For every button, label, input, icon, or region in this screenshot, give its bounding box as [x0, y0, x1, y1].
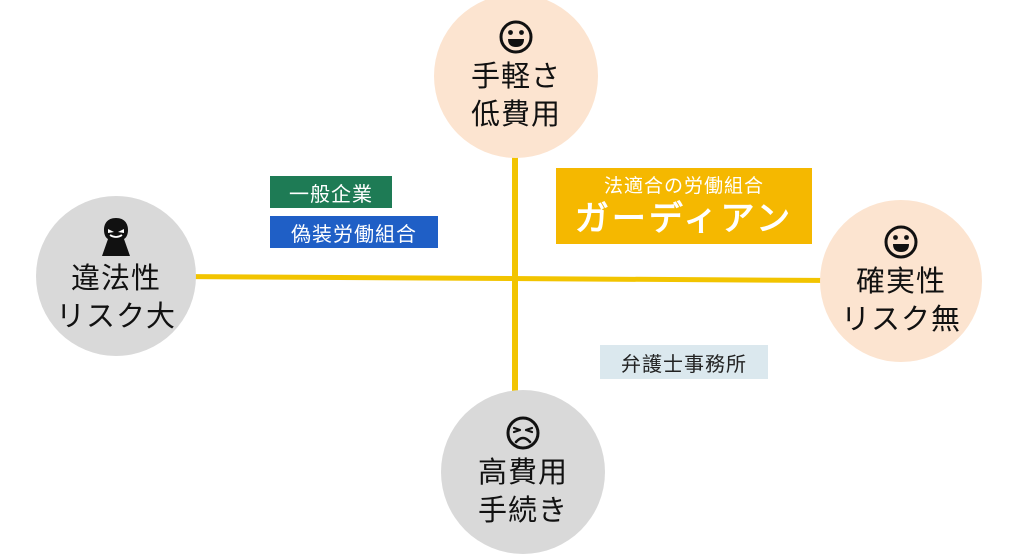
general-company-tag: 一般企業 — [270, 176, 392, 208]
left-pole: 違法性 リスク大 — [36, 196, 196, 356]
horizontal-axis — [174, 274, 836, 284]
bottom-line2: 手続き — [477, 493, 568, 527]
right-line2: リスク無 — [840, 302, 961, 336]
guardian-tag: 法適合の労働組合 ガーディアン — [556, 168, 812, 244]
fake-labor-union-tag: 偽装労働組合 — [270, 216, 438, 248]
top-pole: 手軽さ 低費用 — [434, 0, 598, 158]
left-line2: リスク大 — [55, 299, 176, 333]
right-line1: 確実性 — [855, 264, 946, 298]
smiley-face-icon — [499, 20, 533, 54]
top-line2: 低費用 — [470, 97, 561, 131]
right-pole: 確実性 リスク無 — [820, 200, 982, 362]
bottom-line1: 高費用 — [477, 455, 568, 489]
villain-icon — [102, 218, 130, 256]
left-line1: 違法性 — [70, 261, 161, 295]
worried-face-icon — [506, 416, 540, 450]
top-line1: 手軽さ — [470, 59, 561, 93]
smiley-face-icon — [884, 225, 918, 259]
bottom-pole: 高費用 手続き — [441, 390, 605, 554]
guardian-subtitle: 法適合の労働組合 — [603, 175, 764, 197]
guardian-name: ガーディアン — [574, 199, 794, 239]
law-firm-tag: 弁護士事務所 — [600, 345, 768, 379]
vertical-axis — [512, 150, 518, 470]
